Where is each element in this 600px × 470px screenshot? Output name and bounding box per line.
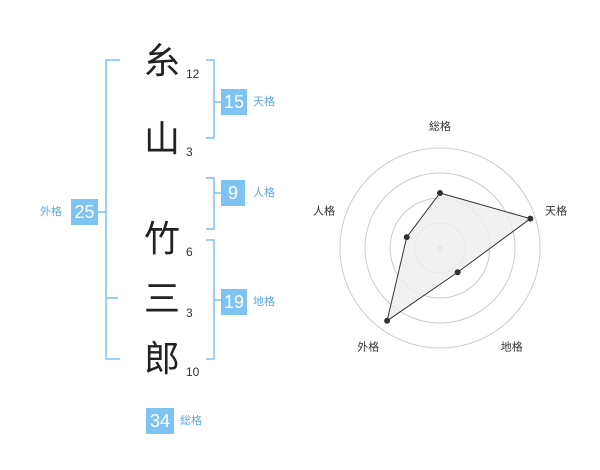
radar-axis-label-5: 人格 xyxy=(313,203,335,217)
stroke-count-1: 12 xyxy=(186,67,200,81)
radar-point-1 xyxy=(437,190,443,196)
chikaku-label: 地格 xyxy=(253,295,275,308)
name-char-2: 山 xyxy=(143,119,180,160)
stroke-count-3: 6 xyxy=(186,245,193,259)
name-char-3: 竹 xyxy=(143,219,180,260)
jinkaku-label: 人格 xyxy=(253,186,275,199)
radar-axis-label-4: 外格 xyxy=(357,340,379,354)
stroke-count-2: 3 xyxy=(186,145,193,159)
soukaku-value: 34 xyxy=(146,408,174,434)
chikaku-bracket xyxy=(206,239,215,360)
radar-axis-label-1: 総格 xyxy=(429,119,451,133)
radar-point-3 xyxy=(454,269,461,276)
gaikaku-label: 外格 xyxy=(40,205,62,218)
radar-point-2 xyxy=(527,215,534,222)
tenkaku-value: 15 xyxy=(221,89,247,115)
stroke-count-5: 10 xyxy=(186,365,200,379)
radar-point-5 xyxy=(403,234,410,241)
stroke-count-4: 3 xyxy=(186,306,193,320)
radar-ring-4 xyxy=(339,147,541,349)
radar-point-4 xyxy=(384,317,391,324)
soukaku-label: 総格 xyxy=(180,414,202,427)
jinkaku-value: 9 xyxy=(221,180,245,206)
name-char-5: 郎 xyxy=(143,339,180,380)
jinkaku-bracket xyxy=(206,177,215,230)
gaikaku-value: 25 xyxy=(71,199,98,225)
tenkaku-bracket xyxy=(206,59,215,139)
radar-ring-3 xyxy=(364,172,516,324)
radar-axis-label-3: 地格 xyxy=(501,340,523,354)
gaikaku-bracket xyxy=(105,59,120,360)
chikaku-value: 19 xyxy=(221,289,247,315)
tenkaku-label: 天格 xyxy=(253,95,275,108)
name-char-4: 三 xyxy=(143,279,180,320)
radar-axis-label-2: 天格 xyxy=(545,203,567,217)
radar-shape xyxy=(386,192,532,322)
name-char-1: 糸 xyxy=(143,41,180,82)
